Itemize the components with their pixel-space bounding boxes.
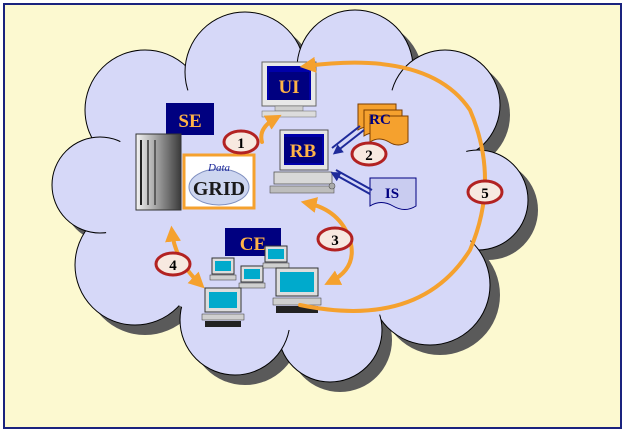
is-to-rb-arrow: [330, 169, 373, 195]
step-badge-2: 2: [350, 141, 388, 167]
logo-data-text: Data: [207, 162, 231, 174]
rb-label-box: [284, 137, 322, 163]
storage-tower-icon: [135, 133, 182, 211]
step-badge-1: 1: [222, 129, 260, 155]
datagrid-logo: Data GRID: [182, 153, 256, 210]
svg-text:1: 1: [237, 136, 245, 152]
is-label: IS: [385, 186, 399, 202]
ce-label: CE: [240, 234, 266, 255]
se-label: SE: [178, 111, 201, 132]
svg-text:2: 2: [365, 148, 373, 164]
step-badge-5: 5: [466, 179, 504, 205]
logo-grid-text: GRID: [193, 178, 245, 200]
step-badge-3: 3: [316, 226, 354, 252]
is-document-icon: [369, 177, 417, 210]
svg-text:3: 3: [331, 233, 339, 249]
step-badge-4: 4: [154, 251, 192, 277]
se-label-box: [166, 103, 214, 135]
rc-label: RC: [369, 112, 391, 128]
svg-text:5: 5: [481, 186, 489, 202]
ui-label: UI: [278, 77, 299, 98]
arrow-ui-to-rb: [259, 114, 282, 144]
rc-to-rb-arrow: [331, 125, 365, 155]
ui-label-box: [269, 72, 309, 100]
svg-text:4: 4: [169, 258, 177, 274]
rc-document-icon: [357, 103, 409, 146]
rb-label: RB: [290, 141, 317, 162]
